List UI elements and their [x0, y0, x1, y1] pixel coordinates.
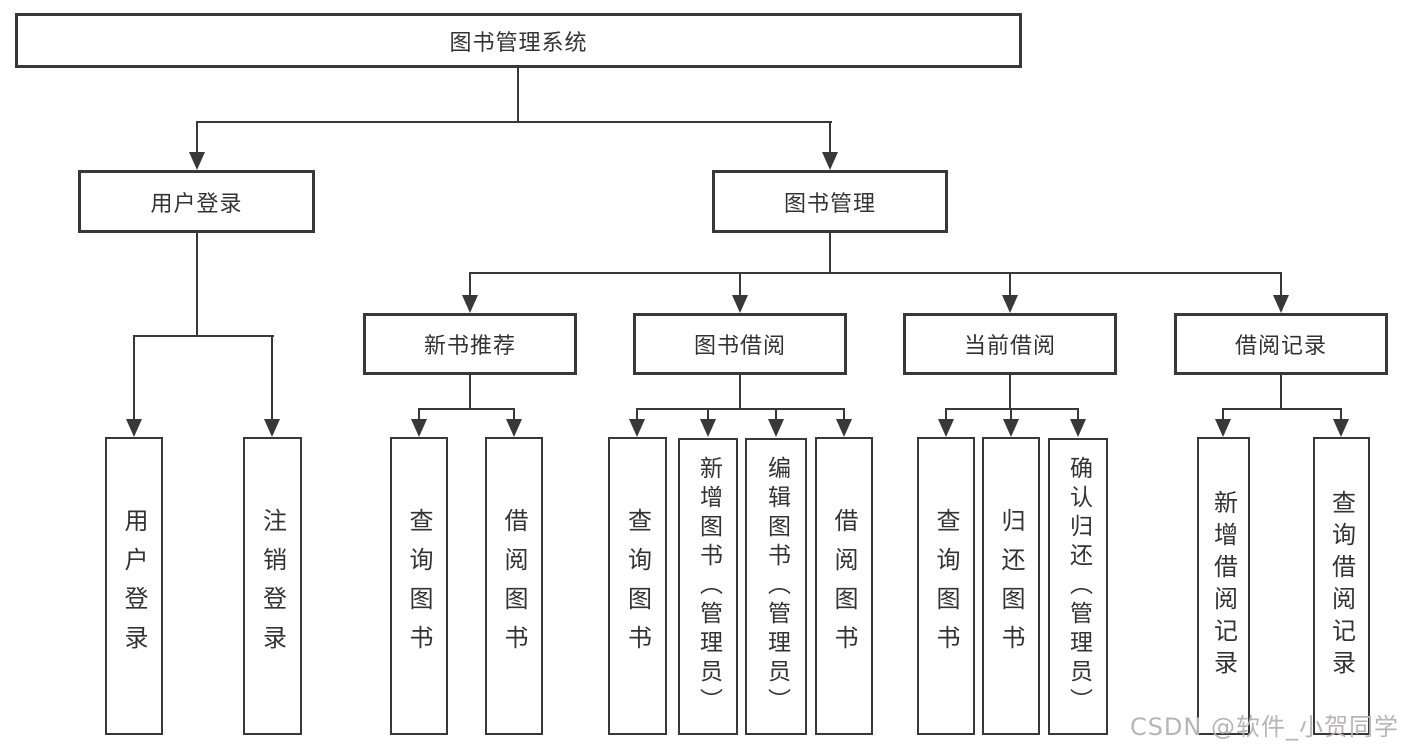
leaf-borrow-query-books: 查询图书 [608, 437, 667, 735]
leaf-records-query-record: 查询借阅记录 [1313, 437, 1370, 735]
node-label: 图书管理系统 [449, 30, 588, 56]
arrowhead-down-icon [264, 419, 280, 437]
connector-hline [945, 408, 1079, 410]
leaf-borrow-edit-books-admin: 编辑图书（管理员） [745, 438, 807, 735]
leaf-current-return-books: 归还图书 [982, 437, 1040, 735]
node-label: 图书管理 [783, 191, 876, 217]
connector-vline [1077, 408, 1079, 419]
node-book-borrowing: 图书借阅 [633, 313, 847, 375]
arrowhead-down-icon [1273, 295, 1289, 313]
connector-vline [196, 121, 198, 152]
node-user-login-branch: 用户登录 [78, 170, 315, 233]
arrowhead-down-icon [1002, 295, 1018, 313]
arrowhead-down-icon [768, 419, 784, 437]
leaf-borrow-add-books-admin: 新增图书（管理员） [678, 438, 738, 735]
node-label: 新增图书（管理员） [695, 456, 722, 717]
node-label: 新增借阅记录 [1209, 490, 1238, 682]
node-label: 当前借阅 [963, 334, 1056, 359]
leaf-logout: 注销登录 [243, 437, 302, 735]
node-label: 确认归还（管理员） [1065, 456, 1092, 717]
arrowhead-down-icon [1215, 419, 1231, 437]
node-new-book-recommend: 新书推荐 [363, 313, 577, 375]
connector-hline [469, 272, 1282, 274]
connector-vline [133, 335, 135, 419]
leaf-recommend-borrow-books: 借阅图书 [485, 437, 543, 735]
connector-vline [739, 272, 741, 295]
connector-vline [945, 408, 947, 419]
node-label: 注销登录 [258, 508, 287, 664]
connector-vline [1009, 272, 1011, 295]
connector-vline [1222, 408, 1224, 419]
leaf-recommend-query-books: 查询图书 [390, 437, 448, 735]
connector-vline [517, 68, 519, 122]
connector-vline [469, 375, 471, 410]
node-label: 图书借阅 [693, 334, 786, 359]
arrowhead-down-icon [506, 419, 522, 437]
connector-vline [469, 272, 471, 295]
node-label: 新书推荐 [423, 334, 516, 359]
arrowhead-down-icon [1333, 419, 1349, 437]
connector-vline [775, 408, 777, 419]
node-label: 用户登录 [120, 508, 148, 664]
connector-vline [829, 233, 831, 274]
arrowhead-down-icon [822, 152, 838, 170]
connector-vline [1280, 375, 1282, 410]
connector-vline [196, 233, 198, 337]
arrowhead-down-icon [938, 419, 954, 437]
leaf-records-add-record: 新增借阅记录 [1197, 437, 1250, 735]
leaf-user-login: 用户登录 [105, 437, 163, 735]
connector-vline [843, 408, 845, 419]
node-label: 查询图书 [405, 508, 433, 664]
arrowhead-down-icon [700, 419, 716, 437]
connector-vline [829, 121, 831, 152]
node-borrowing-records: 借阅记录 [1174, 313, 1388, 375]
arrowhead-down-icon [462, 295, 478, 313]
connector-hline [133, 335, 274, 337]
arrowhead-down-icon [126, 419, 142, 437]
node-label: 借阅图书 [830, 508, 858, 664]
node-label: 查询图书 [932, 508, 960, 664]
connector-vline [636, 408, 638, 419]
leaf-current-confirm-return-admin: 确认归还（管理员） [1048, 438, 1108, 735]
node-label: 查询图书 [623, 508, 652, 664]
node-label: 借阅记录 [1234, 334, 1327, 359]
node-label: 用户登录 [150, 191, 243, 217]
arrowhead-down-icon [836, 419, 852, 437]
connector-hline [1222, 408, 1342, 410]
arrowhead-down-icon [411, 419, 427, 437]
leaf-current-query-books: 查询图书 [917, 437, 975, 735]
node-current-borrowing: 当前借阅 [903, 313, 1117, 375]
arrowhead-down-icon [1070, 419, 1086, 437]
node-label: 编辑图书（管理员） [763, 456, 790, 717]
arrowhead-down-icon [189, 152, 205, 170]
node-root: 图书管理系统 [15, 13, 1022, 68]
connector-hline [418, 408, 515, 410]
connector-vline [513, 408, 515, 419]
connector-vline [1009, 375, 1011, 410]
connector-vline [418, 408, 420, 419]
node-label: 归还图书 [997, 508, 1025, 664]
connector-vline [271, 335, 273, 419]
connector-vline [1340, 408, 1342, 419]
connector-hline [636, 408, 845, 410]
connector-vline [739, 375, 741, 410]
node-label: 查询借阅记录 [1327, 490, 1356, 682]
arrowhead-down-icon [629, 419, 645, 437]
node-label: 借阅图书 [500, 508, 528, 664]
arrowhead-down-icon [732, 295, 748, 313]
csdn-watermark: CSDN @软件_小贺同学 [1129, 713, 1399, 741]
connector-vline [1010, 408, 1012, 419]
connector-vline [1280, 272, 1282, 295]
node-book-management-branch: 图书管理 [712, 170, 948, 233]
leaf-borrow-borrow-books: 借阅图书 [815, 437, 873, 735]
arrowhead-down-icon [1003, 419, 1019, 437]
connector-vline [707, 408, 709, 419]
connector-hline [196, 121, 832, 123]
